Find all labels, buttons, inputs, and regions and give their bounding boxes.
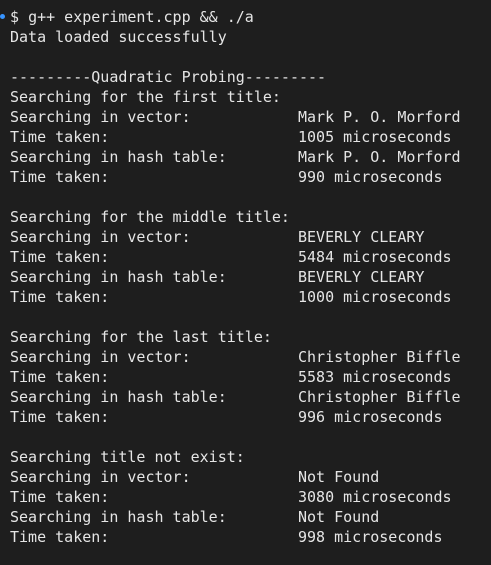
row-value: Mark P. O. Morford (298, 148, 461, 166)
row-label: Searching in vector: (10, 348, 191, 366)
blank-line (10, 47, 488, 67)
blank-line (10, 187, 488, 207)
row-value: 5484 microseconds (298, 248, 452, 266)
result-row: Searching in hash table: Not Found (10, 507, 488, 527)
row-value: 998 microseconds (298, 528, 443, 546)
command-decoration-icon[interactable] (0, 14, 5, 19)
row-value: Not Found (298, 508, 380, 526)
row-value: 3080 microseconds (298, 488, 452, 506)
row-value: Christopher Biffle (298, 388, 461, 406)
result-row: Time taken: 998 microseconds (10, 527, 488, 547)
section-title: Searching for the last title: (10, 328, 272, 346)
result-row: Time taken: 996 microseconds (10, 407, 488, 427)
row-label: Time taken: (10, 488, 110, 506)
result-row: Searching in vector: Christopher Biffle (10, 347, 488, 367)
row-label: Time taken: (10, 288, 110, 306)
result-row: Time taken: 990 microseconds (10, 167, 488, 187)
result-row: Searching in vector: BEVERLY CLEARY (10, 227, 488, 247)
result-row: Time taken: 5583 microseconds (10, 367, 488, 387)
row-value: Mark P. O. Morford (298, 108, 461, 126)
row-label: Time taken: (10, 128, 110, 146)
result-row: Searching in vector: Mark P. O. Morford (10, 107, 488, 127)
row-value: 1005 microseconds (298, 128, 452, 146)
row-value: Christopher Biffle (298, 348, 461, 366)
row-label: Time taken: (10, 408, 110, 426)
section-title: Searching title not exist: (10, 448, 245, 466)
section-title: Searching for the first title: (10, 88, 281, 106)
section-title: Searching for the middle title: (10, 208, 290, 226)
row-label: Searching in hash table: (10, 388, 227, 406)
command-line: $ g++ experiment.cpp && ./a (10, 7, 488, 27)
row-label: Searching in hash table: (10, 148, 227, 166)
row-label: Time taken: (10, 168, 110, 186)
result-row: Searching in vector: Not Found (10, 467, 488, 487)
row-value: 990 microseconds (298, 168, 443, 186)
row-value: BEVERLY CLEARY (298, 228, 425, 246)
terminal-output: $ g++ experiment.cpp && ./a Data loaded … (10, 7, 488, 547)
row-label: Time taken: (10, 528, 110, 546)
row-value: 996 microseconds (298, 408, 443, 426)
row-label: Searching in hash table: (10, 268, 227, 286)
row-label: Searching in vector: (10, 108, 191, 126)
blank-line (10, 427, 488, 447)
result-row: Searching in hash table: BEVERLY CLEARY (10, 267, 488, 287)
row-value: Not Found (298, 468, 380, 486)
command-text: g++ experiment.cpp && ./a (28, 8, 254, 26)
row-value: 1000 microseconds (298, 288, 452, 306)
result-row: Time taken: 3080 microseconds (10, 487, 488, 507)
row-label: Searching in vector: (10, 228, 191, 246)
row-value: 5583 microseconds (298, 368, 452, 386)
result-row: Time taken: 5484 microseconds (10, 247, 488, 267)
result-row: Searching in hash table: Christopher Biff… (10, 387, 488, 407)
result-row: Searching in hash table: Mark P. O. Morfo… (10, 147, 488, 167)
status-line: Data loaded successfully (10, 28, 227, 46)
row-label: Searching in vector: (10, 468, 191, 486)
row-label: Time taken: (10, 368, 110, 386)
blank-line (10, 307, 488, 327)
result-row: Time taken: 1005 microseconds (10, 127, 488, 147)
prompt-symbol: $ (10, 8, 20, 26)
row-label: Time taken: (10, 248, 110, 266)
result-row: Time taken: 1000 microseconds (10, 287, 488, 307)
row-label: Searching in hash table: (10, 508, 227, 526)
section-header: ---------Quadratic Probing--------- (10, 68, 327, 86)
row-value: BEVERLY CLEARY (298, 268, 425, 286)
